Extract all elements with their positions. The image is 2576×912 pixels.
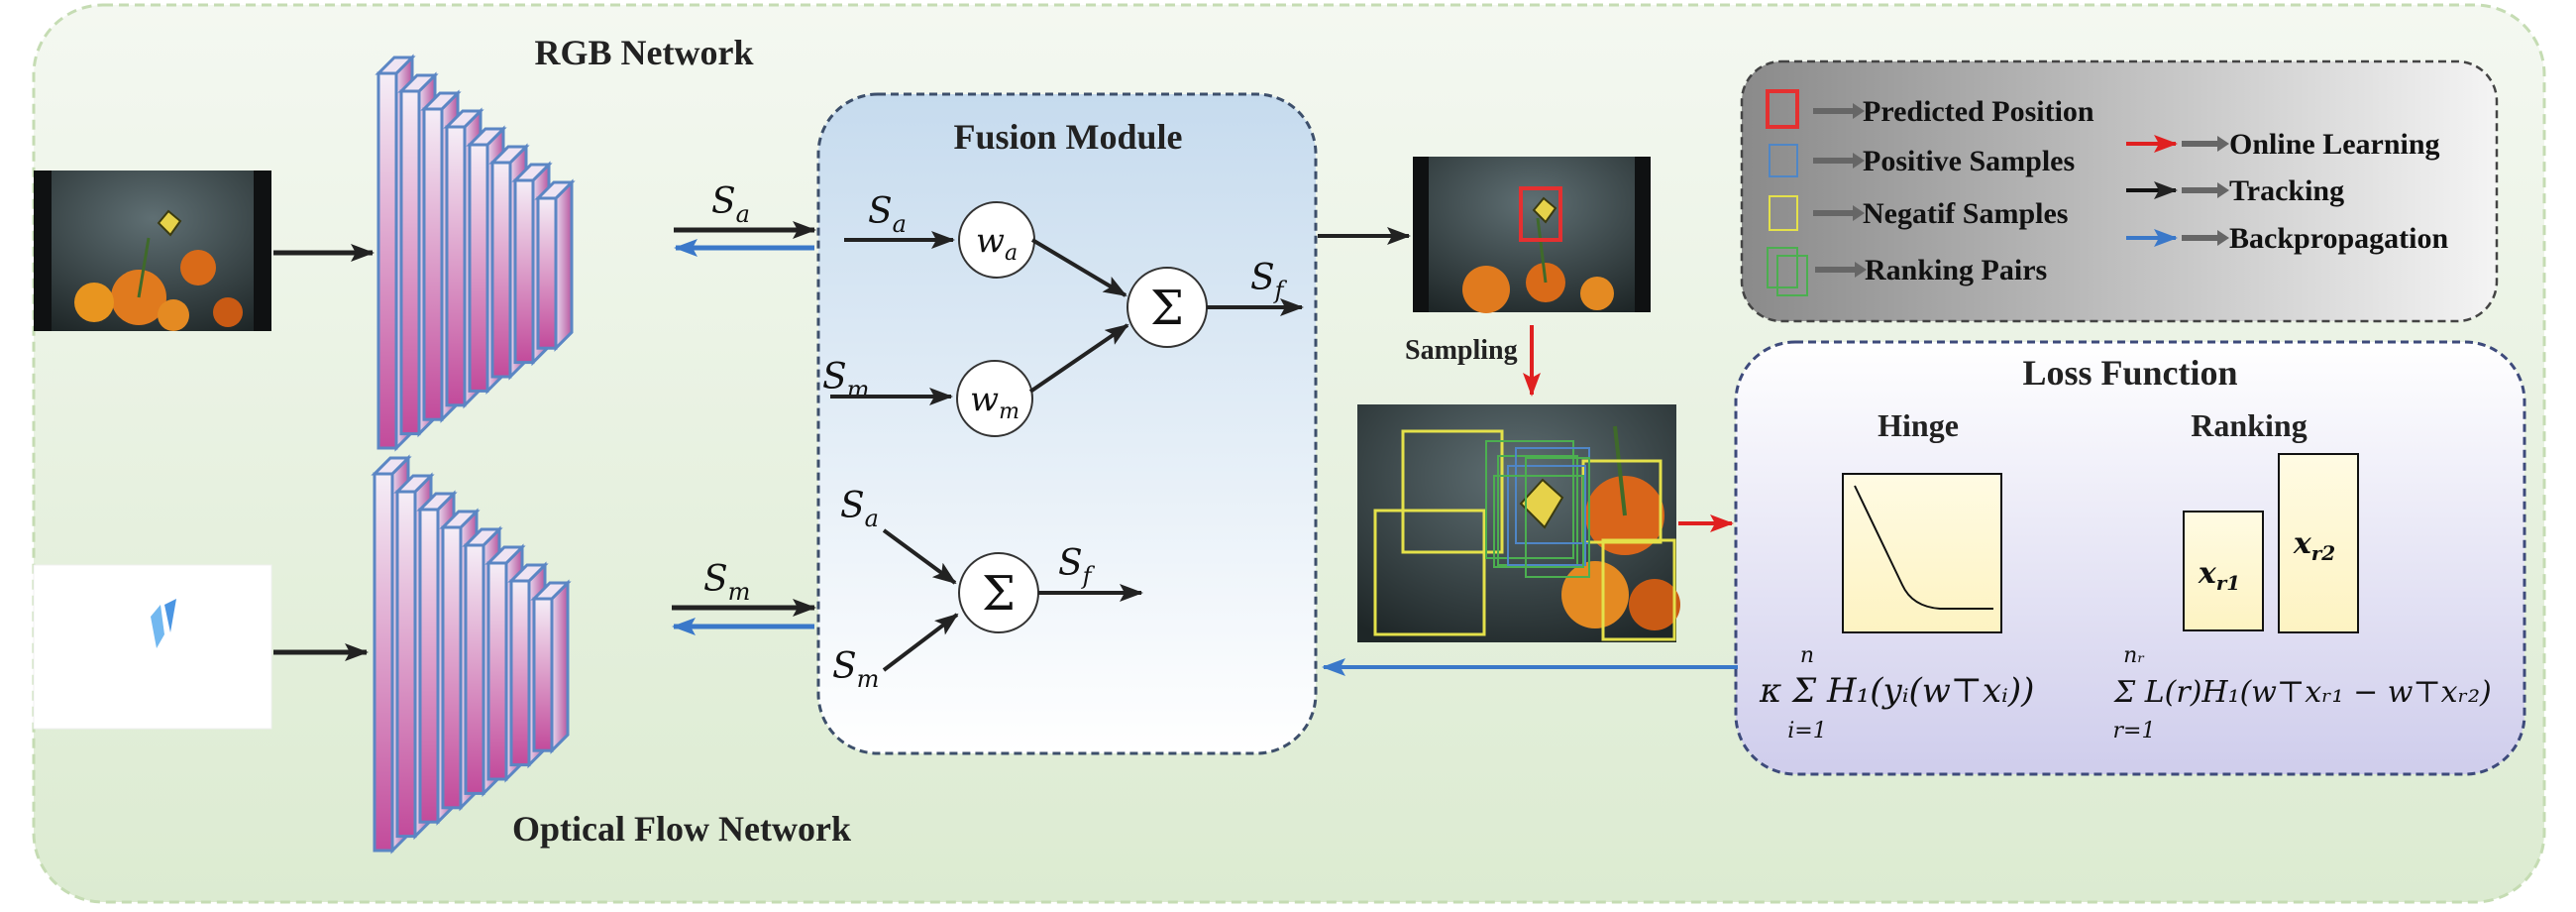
xr2-box <box>2278 453 2359 633</box>
sa-edge-label: Sa <box>711 181 750 228</box>
legend-panel: Predicted Position Positive Samples Nega… <box>1740 59 2499 323</box>
weight-wm-label: wm <box>970 380 1020 424</box>
rgb-input-image <box>34 171 271 331</box>
hinge-sum-top: n <box>1800 643 1814 668</box>
weight-wm-node <box>956 360 1033 437</box>
hinge-formula: κ Σ H₁(yᵢ(w⊤xᵢ)) <box>1759 671 2034 711</box>
ranking-sum-bottom: r=1 <box>2113 719 2156 743</box>
fusion-module-title: Fusion Module <box>953 117 1182 157</box>
sum-symbol-lower: Σ <box>982 566 1016 622</box>
loss-function-panel: Loss Function Hinge Ranking xr1 xr2 n κ … <box>1734 340 2526 776</box>
legend-pointer-arrow <box>1813 153 1865 169</box>
optical-flow-network-layer <box>530 579 572 754</box>
xr1-label: xr1 <box>2198 556 2240 595</box>
legend-ranking-swatch <box>1767 247 1808 296</box>
legend-negative-swatch <box>1769 195 1798 231</box>
legend-pointer-arrow <box>2182 182 2229 198</box>
legend-ranking-label: Ranking Pairs <box>1865 254 2047 286</box>
legend-online-learning-label: Online Learning <box>2229 128 2440 161</box>
fusion-sa-label: Sa <box>868 191 907 238</box>
legend-pointer-arrow <box>2182 136 2229 152</box>
sampled-candidates-image <box>1357 404 1680 642</box>
optical-flow-network-layers <box>371 454 572 855</box>
xr2-label: xr2 <box>2293 526 2335 565</box>
sm-edge-label: Sm <box>703 559 750 606</box>
tracking-frame-image <box>1413 157 1651 313</box>
fusion-sa-label-lower: Sa <box>840 486 879 532</box>
xr1-box <box>2183 511 2264 631</box>
ranking-formula: Σ L(r)H₁(w⊤xᵣ₁ − w⊤xᵣ₂) <box>2113 675 2492 710</box>
legend-positive-swatch <box>1769 144 1798 177</box>
legend-backprop-label: Backpropagation <box>2229 222 2448 255</box>
legend-negative-label: Negatif Samples <box>1863 197 2068 230</box>
ranking-title: Ranking <box>2191 407 2307 443</box>
loss-function-title: Loss Function <box>2022 353 2237 393</box>
rgb-network-layer <box>534 178 576 352</box>
legend-predicted-label: Predicted Position <box>1863 95 2094 128</box>
fusion-module: Fusion Module Sa wa Sm wm Σ Sf Sa Sm Σ S… <box>816 92 1318 755</box>
sampling-label: Sampling <box>1405 335 1518 366</box>
legend-positive-label: Positive Samples <box>1863 145 2075 177</box>
legend-pointer-arrow <box>1813 103 1865 119</box>
optical-flow-input-image <box>33 564 272 730</box>
predicted-position-box <box>1519 186 1562 242</box>
hinge-curve <box>1854 485 1993 610</box>
hinge-title: Hinge <box>1878 407 1959 443</box>
rgb-network-title: RGB Network <box>535 33 754 72</box>
ranking-sum-top: nᵣ <box>2123 643 2145 668</box>
legend-tracking-label: Tracking <box>2229 174 2344 207</box>
fusion-sm-label-lower: Sm <box>832 646 879 693</box>
hinge-plot <box>1842 473 2002 633</box>
sum-symbol-upper: Σ <box>1150 281 1184 336</box>
weight-wa-label: wa <box>976 221 1018 266</box>
optical-flow-network-title: Optical Flow Network <box>512 809 851 849</box>
legend-predicted-swatch <box>1766 89 1799 129</box>
hinge-sum-bottom: i=1 <box>1787 719 1826 743</box>
legend-pointer-arrow <box>2182 230 2229 246</box>
legend-pointer-arrow <box>1813 205 1865 221</box>
legend-pointer-arrow <box>1815 262 1867 278</box>
rgb-network-layers <box>375 54 576 452</box>
